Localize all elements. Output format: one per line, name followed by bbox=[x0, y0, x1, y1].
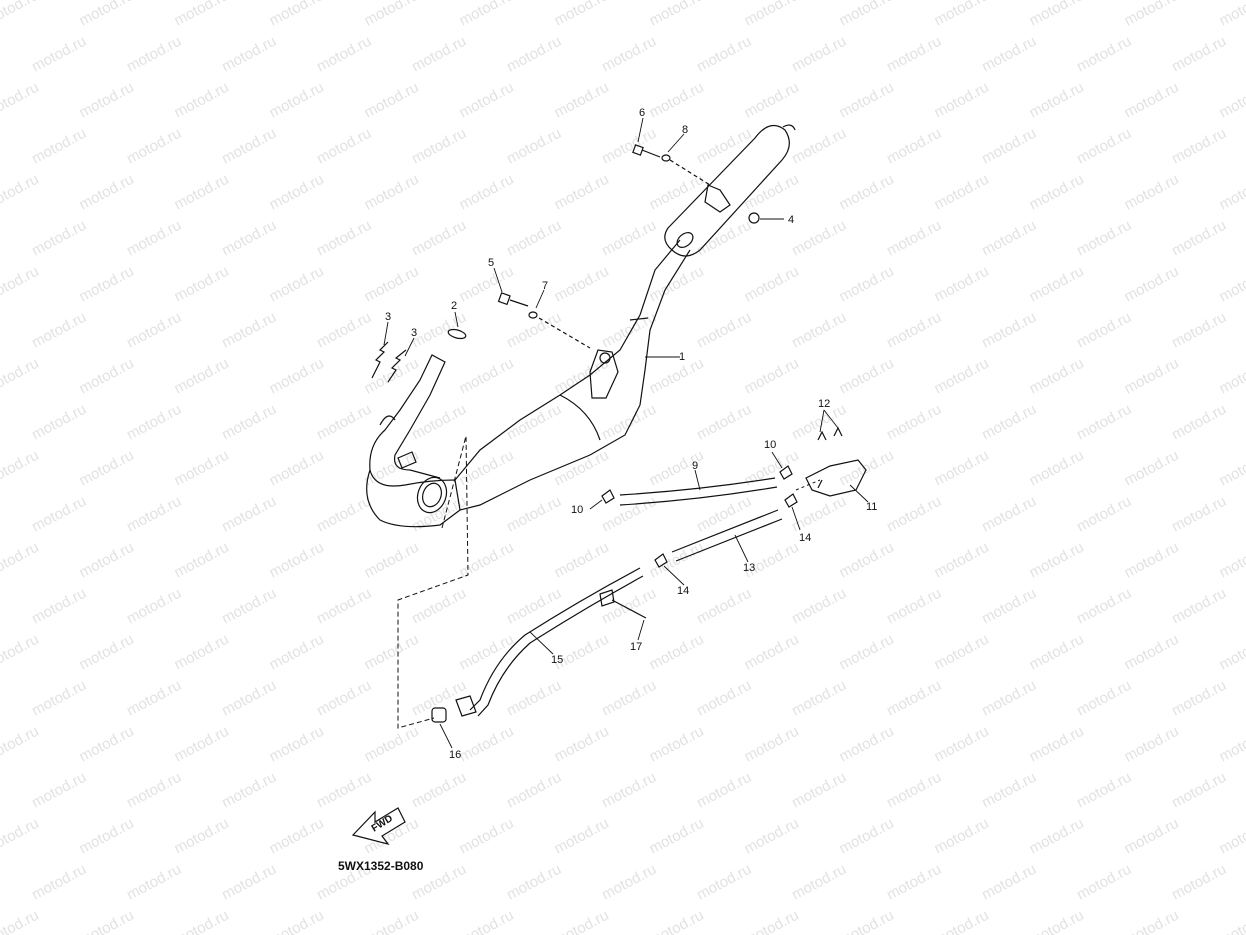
callout-5: 5 bbox=[488, 257, 494, 269]
leader-lines bbox=[383, 117, 869, 749]
callout-10b: 10 bbox=[764, 439, 776, 451]
drain-hose bbox=[431, 567, 647, 723]
expansion-chamber bbox=[366, 239, 691, 528]
callout-8: 8 bbox=[682, 124, 688, 136]
callout-4: 4 bbox=[788, 214, 794, 226]
diagram-code: 5WX1352-B080 bbox=[338, 859, 424, 873]
callout-14a: 14 bbox=[799, 532, 811, 544]
hoses bbox=[619, 459, 867, 562]
callout-16: 16 bbox=[449, 749, 461, 761]
callout-10a: 10 bbox=[571, 504, 583, 516]
muffler bbox=[664, 124, 796, 257]
gasket bbox=[447, 328, 467, 340]
callout-17: 17 bbox=[630, 641, 642, 653]
guide-lines bbox=[397, 435, 821, 729]
callout-3b: 3 bbox=[411, 327, 417, 339]
fasteners bbox=[497, 144, 760, 349]
fwd-arrow-icon: FWD bbox=[351, 807, 406, 846]
clamps bbox=[601, 426, 843, 568]
springs bbox=[371, 341, 407, 383]
callout-1: 1 bbox=[679, 351, 685, 363]
callout-14b: 14 bbox=[677, 585, 689, 597]
callout-2: 2 bbox=[451, 300, 457, 312]
callout-3a: 3 bbox=[385, 311, 391, 323]
callout-13: 13 bbox=[743, 562, 755, 574]
callout-labels: 1 2 3 3 4 5 6 7 8 9 10 10 11 12 13 14 14… bbox=[385, 107, 877, 761]
callout-9: 9 bbox=[692, 460, 698, 472]
callout-7: 7 bbox=[542, 280, 548, 292]
callout-15: 15 bbox=[551, 654, 563, 666]
callout-11: 11 bbox=[866, 501, 877, 513]
callout-6: 6 bbox=[639, 107, 645, 119]
callout-12: 12 bbox=[818, 398, 830, 410]
